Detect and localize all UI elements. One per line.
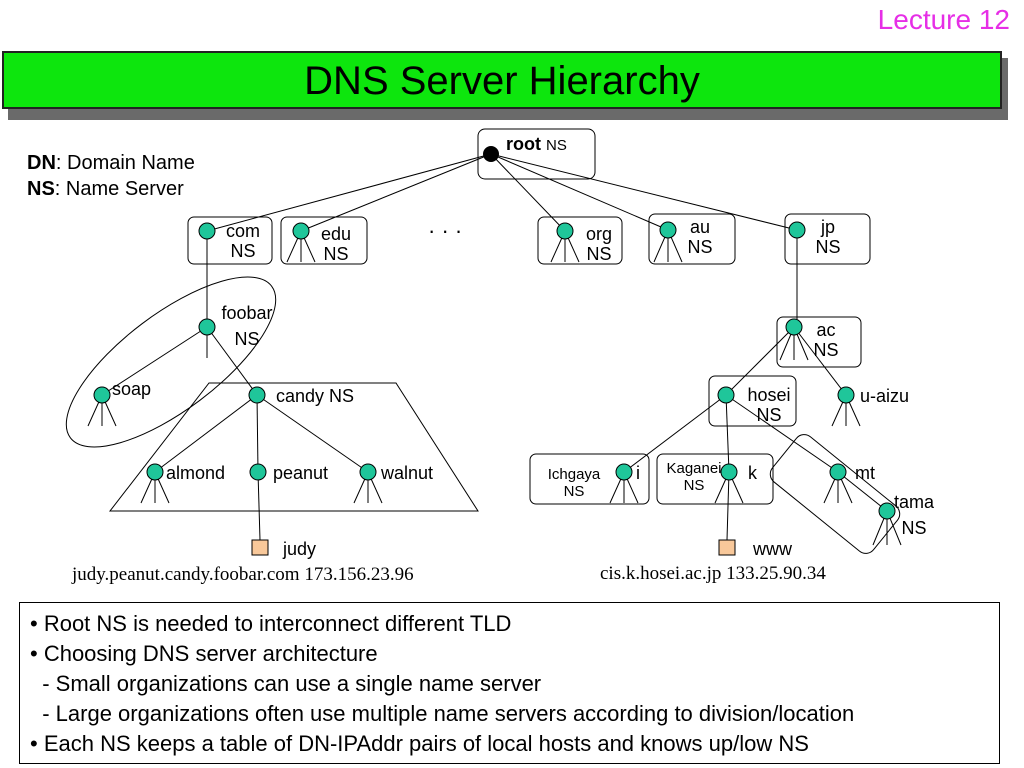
note-line: • Root NS is needed to interconnect diff… [30, 611, 512, 636]
ac-line1: ac [816, 320, 836, 340]
note-line: - Small organizations can use a single n… [30, 671, 542, 696]
edu-node [292, 222, 310, 240]
peanut-label: peanut [273, 463, 329, 483]
i-node [615, 463, 633, 481]
au-label: au NS [680, 217, 720, 257]
ichgaya-label: Ichgaya NS [538, 466, 610, 500]
hosei-label: hosei NS [740, 385, 798, 425]
hosei-line1: hosei [747, 385, 791, 405]
ichgaya-line2: NS [563, 483, 585, 500]
tama-node [878, 502, 896, 520]
www-host [718, 539, 736, 556]
note-line: - Large organizations often use multiple… [30, 701, 855, 726]
kaganei-line1: Kaganei [666, 460, 722, 477]
root-name: root [506, 134, 541, 154]
walnut-label: walnut [381, 463, 434, 483]
root-suffix: NS [546, 137, 567, 154]
kaganei-label: Kaganei NS [658, 460, 730, 494]
hosei-line2: NS [756, 405, 782, 425]
mt-label: mt [855, 463, 875, 483]
edu-label: edu NS [312, 224, 360, 264]
org-node [556, 222, 574, 240]
judy-label: judy [283, 539, 317, 559]
org-line1: org [585, 224, 612, 244]
jp-box [784, 213, 871, 265]
tama-label: tama NS [885, 489, 943, 541]
legend-ns-abbr: NS [27, 178, 55, 200]
k-node [720, 463, 738, 481]
root-label: root NS [506, 134, 567, 154]
ac-box [776, 316, 862, 368]
kaganei-box [656, 453, 774, 505]
edu-line2: NS [323, 244, 349, 264]
u-aizu-node [837, 386, 855, 404]
tama-box [769, 434, 901, 554]
candy-node [248, 386, 266, 404]
com-node [198, 222, 216, 240]
almond-label: almond [166, 463, 226, 483]
root-box [477, 128, 596, 180]
hosei-node [717, 386, 735, 404]
soap-label: soap [112, 379, 152, 399]
candy-zone [108, 382, 479, 512]
u-aizu-label: u-aizu [860, 386, 910, 406]
www-caption: cis.k.hosei.ac.jp 133.25.90.34 [600, 563, 826, 584]
root-node [483, 146, 499, 162]
au-box [648, 213, 736, 265]
judy-caption: judy.peanut.candy.foobar.com 173.156.23.… [72, 564, 414, 585]
au-node [659, 221, 677, 239]
note-line: • Choosing DNS server architecture [30, 641, 378, 666]
foobar-line2: NS [234, 329, 260, 349]
candy-label: candy NS [276, 386, 355, 406]
judy-host [251, 539, 269, 556]
ichgaya-box [529, 453, 650, 505]
notes-box: • Root NS is needed to interconnect diff… [19, 602, 1000, 764]
soap-node [93, 386, 111, 404]
almond-node [146, 463, 164, 481]
org-line2: NS [586, 244, 612, 264]
ac-label: ac NS [806, 320, 846, 360]
tama-line1: tama [893, 492, 935, 512]
legend-dn-abbr: DN [27, 152, 56, 174]
i-label: i [636, 463, 640, 483]
peanut-node [249, 463, 267, 481]
edu-line1: edu [320, 224, 352, 244]
jp-line1: jp [820, 217, 835, 237]
lecture-number: Lecture 12 [877, 4, 1010, 35]
edu-box [280, 216, 368, 265]
www-label: www [753, 539, 792, 559]
jp-node [788, 221, 806, 239]
org-label: org NS [576, 224, 622, 264]
ac-node [785, 318, 803, 336]
walnut-node [359, 463, 377, 481]
ichgaya-line1: Ichgaya [547, 466, 601, 483]
legend-dn-text: : Domain Name [55, 152, 195, 174]
foobar-label: foobar NS [214, 300, 280, 352]
com-line1: com [225, 221, 260, 241]
foobar-node [198, 318, 216, 336]
foobar-line1: foobar [221, 303, 273, 323]
tama-line2: NS [901, 518, 927, 538]
ac-line2: NS [813, 340, 839, 360]
note-line: • Each NS keeps a table of DN-IPAddr pai… [30, 731, 809, 756]
com-line2: NS [230, 241, 256, 261]
legend: DN: Domain Name NS: Name Server [27, 150, 195, 202]
jp-line2: NS [815, 237, 841, 257]
com-box [187, 216, 273, 265]
k-label: k [748, 463, 757, 483]
ellipsis: · · · [428, 218, 463, 243]
com-label: com NS [219, 221, 267, 261]
au-line1: au [689, 217, 711, 237]
org-box [537, 216, 623, 265]
kaganei-line2: NS [683, 477, 705, 494]
hosei-box [708, 375, 797, 427]
jp-label: jp NS [808, 217, 848, 257]
mt-node [829, 463, 847, 481]
legend-ns-text: : Name Server [54, 178, 184, 200]
au-line2: NS [687, 237, 713, 257]
page-title: DNS Server Hierarchy [2, 51, 1002, 109]
foobar-zone [65, 276, 277, 448]
